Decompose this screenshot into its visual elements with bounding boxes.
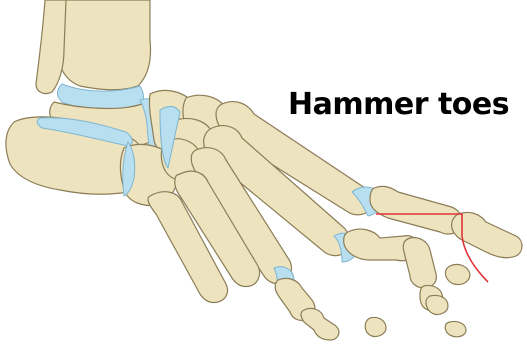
fibula-bone [36,0,66,94]
tibia-bone [58,0,151,90]
proximal-phalanx-1-bone [370,186,462,234]
toe-tip-bone [445,264,470,284]
distal-phalanx-4-bone [426,295,448,314]
middle-phalanx-2-bone [403,238,436,288]
middle-phalanx-3-bone [301,308,339,340]
diagram-title: Hammer toes [288,87,509,122]
distal-phalanx-5-bone [445,321,466,336]
toe-tip-small-bone [365,317,386,336]
